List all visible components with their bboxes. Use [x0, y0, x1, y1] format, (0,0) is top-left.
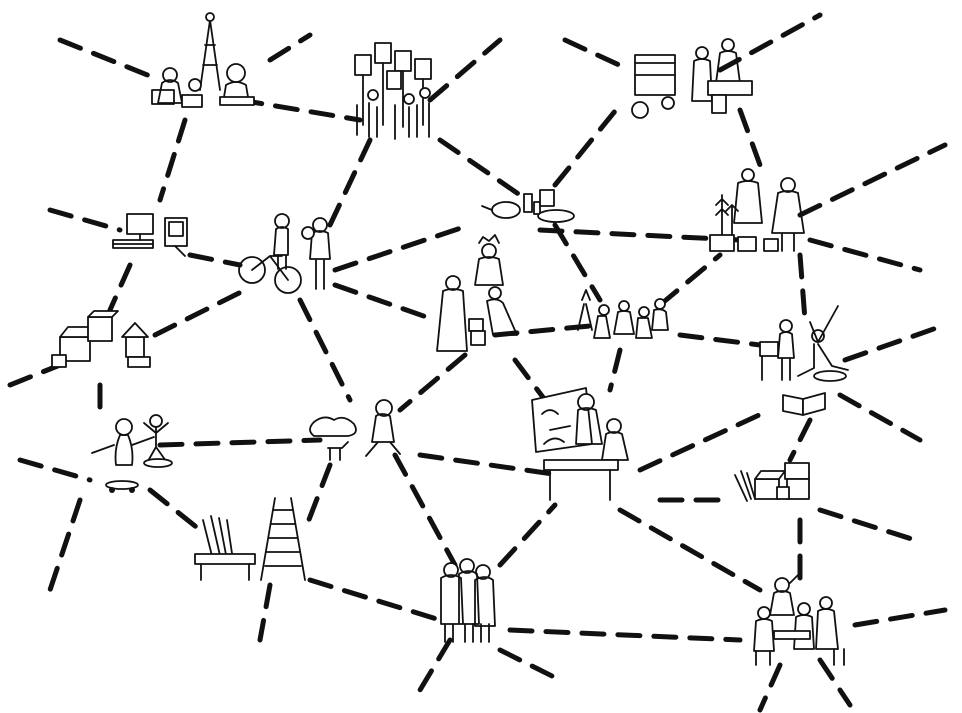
- dashed-link-48: [260, 585, 270, 640]
- dashed-link-12: [190, 255, 240, 265]
- dashed-link-13: [335, 225, 470, 270]
- dashed-link-21: [335, 285, 435, 320]
- people-with-plants-node: [710, 169, 804, 251]
- stacked-boxes-node: [735, 463, 809, 501]
- dashed-link-40: [50, 500, 80, 590]
- dashed-link-6: [720, 15, 820, 70]
- dashed-link-47: [310, 580, 440, 620]
- dashed-link-29: [610, 350, 620, 390]
- dashed-link-10: [160, 120, 185, 200]
- dashed-link-32: [840, 395, 920, 440]
- dashed-link-28: [515, 360, 545, 400]
- dashed-link-7: [740, 110, 760, 165]
- dashed-link-20: [155, 290, 245, 335]
- dashed-link-11: [50, 210, 120, 230]
- skateboarders-node: [92, 415, 172, 493]
- dashed-link-38: [790, 420, 810, 460]
- dashed-link-33: [160, 440, 320, 445]
- desktop-computers-node: [113, 214, 187, 256]
- dashed-link-24: [10, 365, 60, 385]
- dashed-link-1: [240, 100, 360, 120]
- workbench-and-ladder-node: [195, 498, 305, 580]
- dashed-link-42: [305, 465, 330, 530]
- dashed-link-27: [400, 355, 465, 410]
- dashed-link-50: [855, 610, 945, 625]
- dashed-link-22: [495, 325, 600, 335]
- dashed-link-39: [820, 510, 915, 540]
- dashed-link-51: [500, 650, 560, 680]
- dashed-link-34: [20, 460, 90, 480]
- people-gathering-node: [578, 290, 668, 338]
- dashed-link-35: [420, 455, 560, 475]
- houses-and-blocks-node: [52, 311, 150, 367]
- dashed-link-31: [845, 325, 945, 360]
- dashed-link-30: [800, 255, 805, 320]
- dashed-link-45: [620, 510, 760, 590]
- dashed-link-5: [565, 40, 630, 70]
- dashed-link-2: [270, 35, 310, 60]
- dashed-link-53: [760, 665, 780, 710]
- dashed-link-54: [820, 660, 850, 705]
- protest-crowd-node: [355, 43, 431, 139]
- dashed-link-15: [800, 145, 945, 215]
- dashed-link-8: [555, 105, 620, 185]
- dashed-link-26: [300, 300, 350, 400]
- pots-and-pans-node: [482, 190, 574, 222]
- dashed-link-4: [440, 140, 520, 195]
- dashed-link-16: [810, 240, 920, 270]
- dashed-link-41: [150, 490, 200, 530]
- dashed-link-36: [640, 410, 770, 470]
- dashed-link-43: [395, 455, 455, 565]
- person-with-dog-node: [310, 400, 400, 460]
- dashed-link-3: [430, 40, 500, 100]
- dashed-link-19: [110, 265, 130, 310]
- people-at-play-node: [760, 306, 848, 381]
- people-embracing-node: [441, 559, 495, 642]
- dashed-link-44: [500, 505, 555, 565]
- dashed-link-18: [660, 255, 720, 305]
- dashed-link-23: [680, 335, 760, 345]
- open-book-icon: [783, 393, 825, 415]
- dashed-link-17: [555, 225, 600, 300]
- market-cart-node: [632, 39, 752, 118]
- dashed-link-9: [330, 140, 370, 225]
- dashed-link-49: [510, 630, 740, 640]
- dashed-link-0: [60, 40, 160, 80]
- dashed-link-52: [420, 640, 450, 690]
- people-at-table-node: [754, 573, 844, 665]
- people-with-laptops-node: [152, 13, 254, 107]
- people-with-bicycle-node: [239, 214, 330, 293]
- teacher-at-board-node: [532, 388, 628, 500]
